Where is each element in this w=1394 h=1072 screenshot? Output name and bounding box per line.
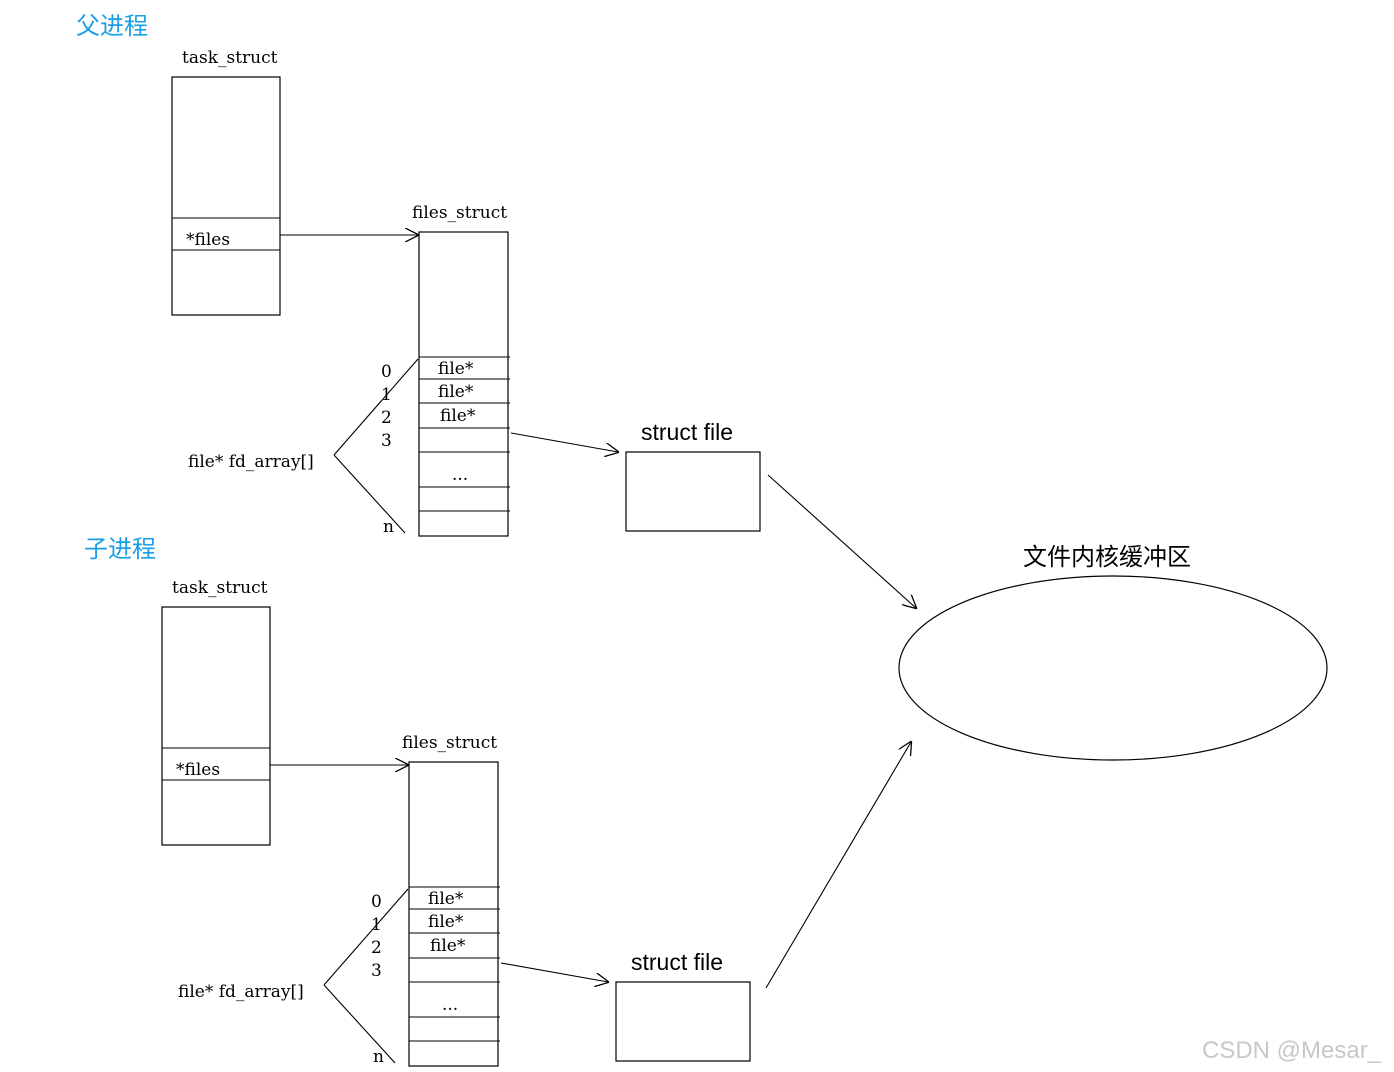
parent-task-struct-label: task_struct (182, 48, 278, 68)
parent-fd-brace-lower (333, 454, 406, 534)
child-struct-file-label: struct file (631, 949, 723, 975)
child-process-group: 子进程 task_struct *files files_struct file… (84, 535, 911, 1067)
parent-struct-file-label: struct file (641, 419, 733, 445)
parent-fd-cell-2: file* (440, 406, 476, 426)
parent-files-struct-label: files_struct (412, 203, 507, 223)
parent-task-struct-box (171, 76, 281, 316)
parent-fd-index-3: 3 (381, 431, 392, 451)
child-task-struct-label: task_struct (172, 578, 268, 598)
kernel-buffer-ellipse (898, 575, 1328, 761)
child-fd-cell-0: file* (428, 889, 464, 909)
child-files-field: *files (176, 760, 220, 780)
child-process-title: 子进程 (84, 535, 156, 563)
child-fd-index-0: 0 (371, 892, 382, 912)
parent-files-field: *files (186, 230, 230, 250)
parent-process-group: 父进程 task_struct *files files_struct file… (76, 12, 916, 608)
parent-fd-brace-upper (333, 358, 419, 456)
parent-files-struct-box (418, 231, 509, 537)
parent-fd-index-0: 0 (381, 362, 392, 382)
child-task-struct-box (161, 606, 271, 846)
child-fd-index-3: 3 (371, 961, 382, 981)
child-files-struct-box (408, 761, 499, 1067)
child-fd-cell-ellipsis: ... (442, 995, 458, 1015)
child-fd-array-label: file* fd_array[] (178, 982, 304, 1002)
parent-fd-array-label: file* fd_array[] (188, 452, 314, 472)
child-struct-file-to-buffer-arrow (765, 742, 911, 989)
parent-struct-file-to-buffer-arrow (767, 474, 916, 608)
child-fd-cell-2: file* (430, 936, 466, 956)
parent-fd-to-struct-file-arrow (510, 432, 618, 452)
child-fd-index-n: n (373, 1047, 384, 1067)
child-fd-cell-1: file* (428, 912, 464, 932)
child-fd-brace-lower (323, 984, 396, 1064)
parent-fd-index-n: n (383, 517, 394, 537)
watermark-text: CSDN @Mesar_ (1202, 1037, 1382, 1064)
parent-fd-cell-0: file* (438, 359, 474, 379)
parent-struct-file-box (625, 451, 761, 532)
kernel-buffer-group: 文件内核缓冲区 (898, 543, 1328, 761)
child-fd-to-struct-file-arrow (500, 962, 608, 982)
child-fd-index-2: 2 (371, 938, 382, 958)
parent-fd-cell-ellipsis: ... (452, 465, 468, 485)
child-struct-file-box (615, 981, 751, 1062)
parent-fd-cell-1: file* (438, 382, 474, 402)
child-files-struct-label: files_struct (402, 733, 497, 753)
parent-process-title: 父进程 (76, 12, 148, 40)
kernel-buffer-label: 文件内核缓冲区 (1023, 543, 1191, 571)
child-fd-brace-upper (323, 888, 409, 986)
parent-fd-index-2: 2 (381, 408, 392, 428)
